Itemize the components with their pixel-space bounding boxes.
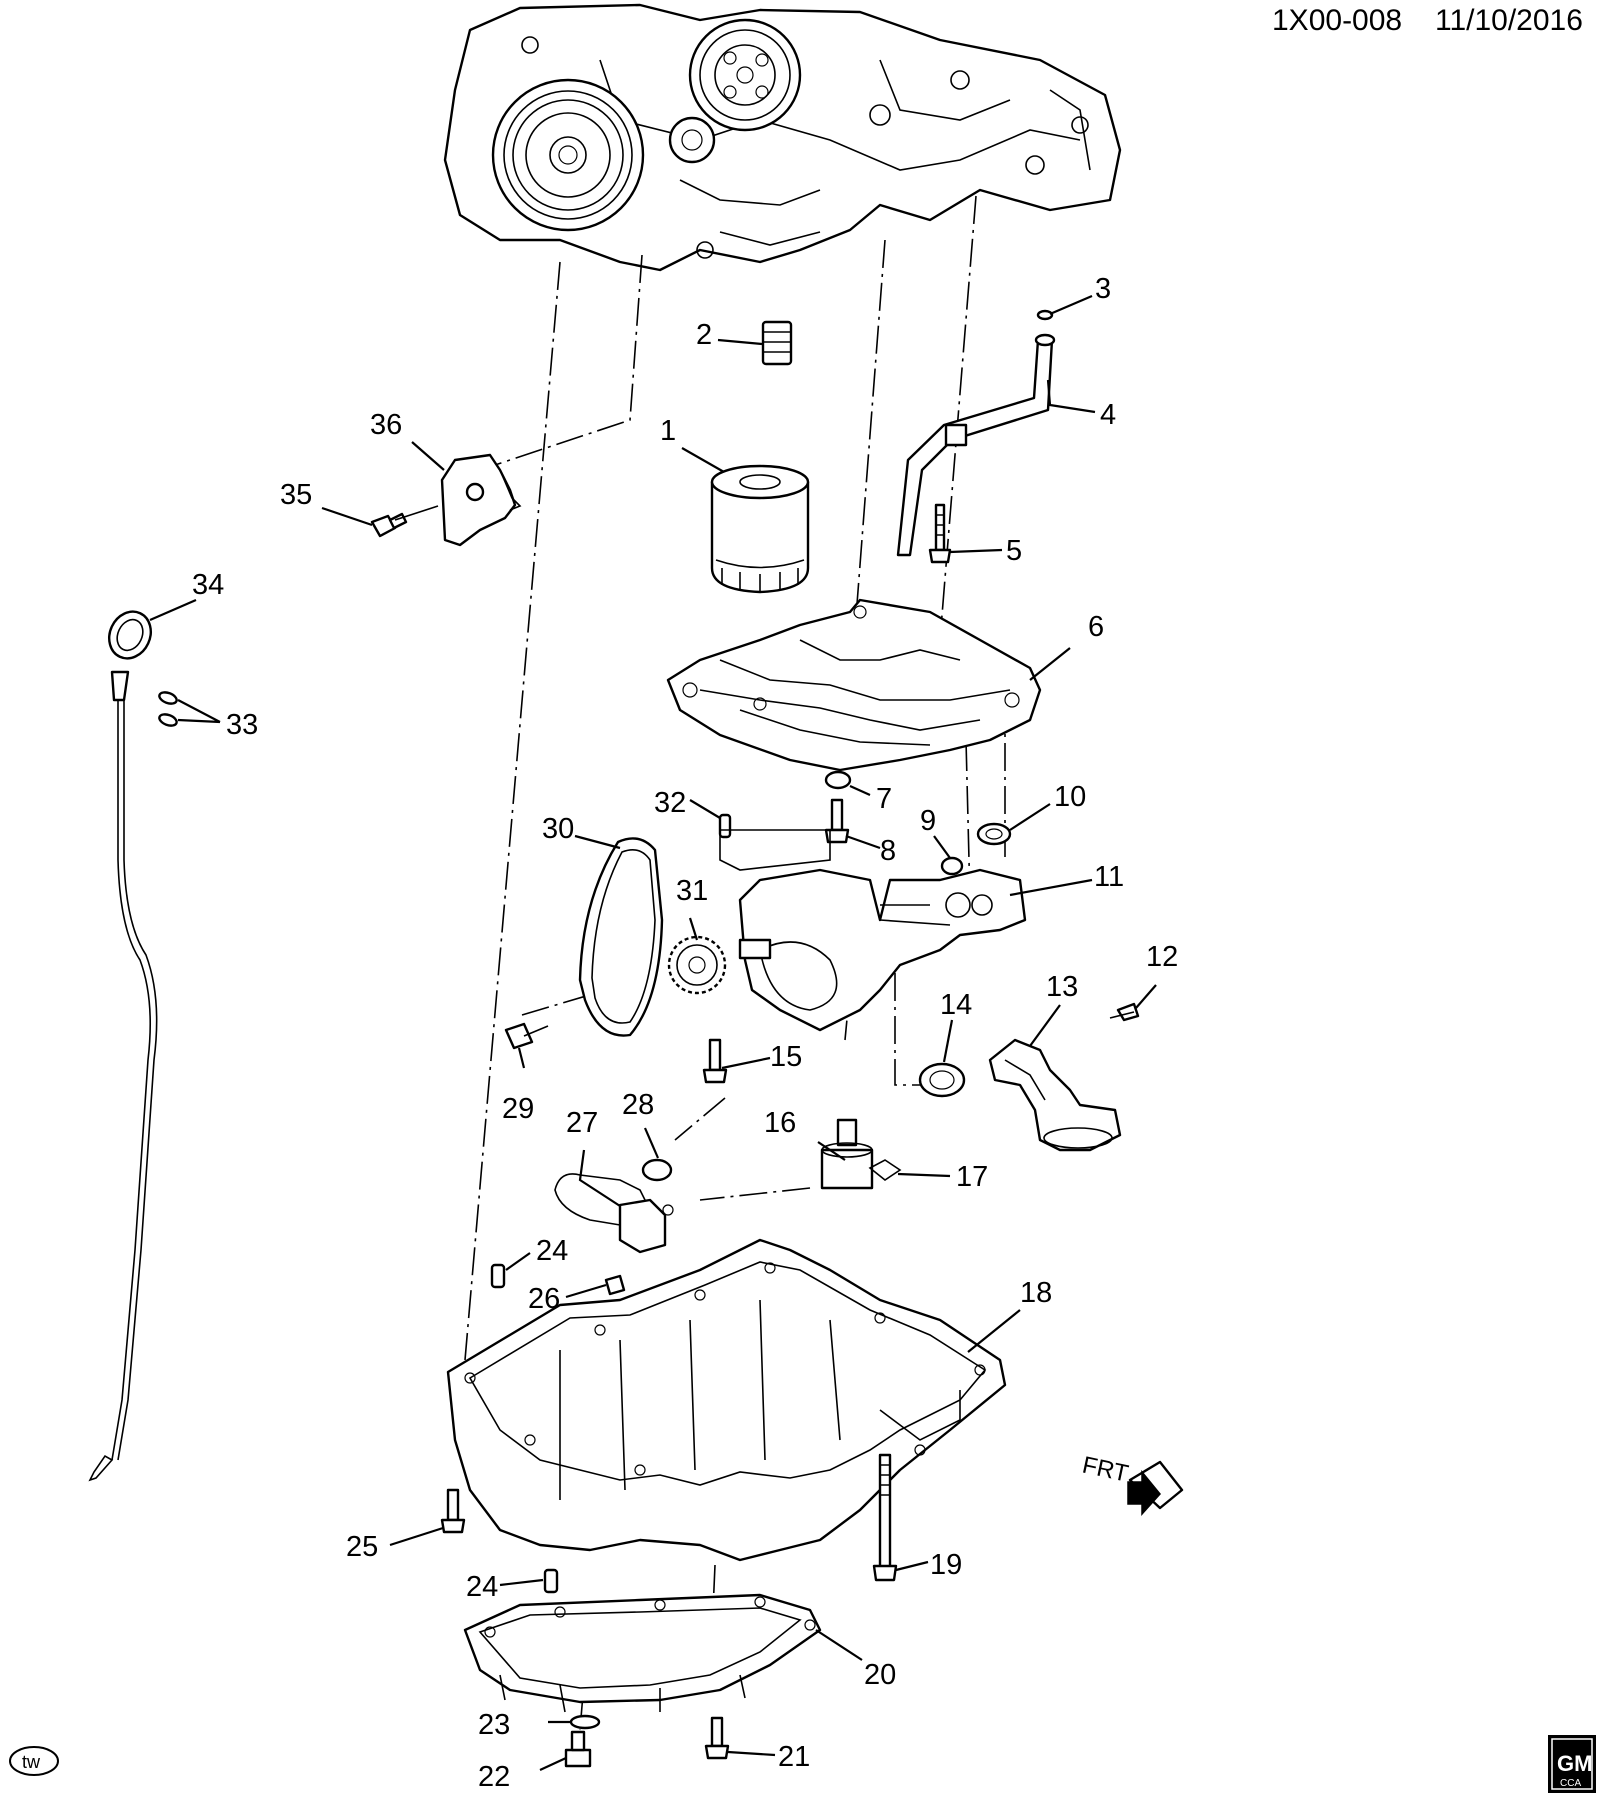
part-22-drain-plug — [564, 1730, 592, 1768]
gm-logo-subtext: CCA — [1560, 1778, 1581, 1789]
part-12-bolt — [1109, 1002, 1140, 1022]
part-9-seal — [940, 856, 964, 876]
tw-badge-text: tw — [22, 1752, 41, 1772]
front-label: FRT — [1080, 1452, 1131, 1488]
part-23-washer — [569, 1714, 601, 1730]
callout-35: 35 — [280, 479, 312, 511]
part-25-bolt — [440, 1488, 466, 1534]
callout-6: 6 — [1088, 611, 1104, 643]
part-35-bolt — [370, 505, 439, 538]
callout-23: 23 — [478, 1709, 510, 1741]
part-33-orings — [158, 691, 178, 727]
gm-logo-text: GM — [1557, 1751, 1592, 1776]
callout-29: 29 — [502, 1093, 534, 1125]
part-19-long-bolt — [872, 1453, 898, 1582]
part-34-dipstick — [88, 610, 158, 1482]
callout-22: 22 — [478, 1761, 510, 1793]
gm-logo: GM CCA — [1548, 1735, 1596, 1793]
diagram-id: 1X00-008 — [1272, 4, 1402, 37]
callout-2: 2 — [696, 319, 712, 351]
callout-36: 36 — [370, 409, 402, 441]
engine-block-drawing — [443, 3, 1122, 272]
part-4-dipstick-tube — [896, 309, 1056, 564]
callout-24-lower: 24 — [466, 1571, 498, 1603]
callout-15: 15 — [770, 1041, 802, 1073]
part-16-sensor — [820, 1118, 874, 1190]
part-6-windage-tray — [666, 598, 1042, 772]
callout-9: 9 — [920, 805, 936, 837]
callout-25: 25 — [346, 1531, 378, 1563]
part-30-chain — [578, 837, 664, 1037]
part-20-lower-pan — [463, 1593, 822, 1713]
part-27-harness — [554, 1173, 674, 1254]
tw-badge: tw — [9, 1746, 59, 1776]
part-29-bolt — [504, 1022, 549, 1050]
callout-26: 26 — [528, 1283, 560, 1315]
callout-19: 19 — [930, 1549, 962, 1581]
callout-32: 32 — [654, 787, 686, 819]
part-18-oil-pan — [446, 1238, 1007, 1562]
callout-1: 1 — [660, 415, 676, 447]
part-8-bolt — [824, 798, 850, 844]
part-36-bracket — [440, 453, 522, 547]
leader-lines — [149, 294, 1157, 1771]
part-24-dowel-lower — [543, 1568, 559, 1594]
callout-4: 4 — [1100, 399, 1116, 431]
part-26-bolt — [604, 1274, 626, 1296]
callout-11: 11 — [1094, 861, 1124, 893]
callout-12: 12 — [1146, 941, 1178, 973]
callout-24: 24 — [536, 1235, 568, 1267]
callout-33: 33 — [226, 709, 258, 741]
callout-17: 17 — [956, 1161, 988, 1193]
callout-18: 18 — [1020, 1277, 1052, 1309]
callout-8: 8 — [880, 835, 896, 867]
callout-3: 3 — [1095, 273, 1111, 305]
callout-20: 20 — [864, 1659, 896, 1691]
callout-34: 34 — [192, 569, 224, 601]
callout-16: 16 — [764, 1107, 796, 1139]
diagram-date: 11/10/2016 — [1435, 4, 1583, 37]
callout-28: 28 — [622, 1089, 654, 1121]
part-14-gasket — [918, 1062, 966, 1098]
part-11-oil-pump — [719, 829, 1027, 1032]
callout-13: 13 — [1046, 971, 1078, 1003]
callout-5: 5 — [1006, 535, 1022, 567]
callout-10: 10 — [1054, 781, 1086, 813]
callout-21: 21 — [778, 1741, 810, 1773]
part-32-dowel — [718, 813, 732, 839]
callout-7: 7 — [876, 783, 892, 815]
part-24-dowel-upper — [490, 1263, 506, 1289]
part-15-bolt — [702, 1038, 728, 1084]
callout-labels: 1 2 3 4 5 6 7 8 9 10 11 12 13 14 15 16 1… — [192, 273, 1178, 1793]
part-31-sprocket — [667, 935, 727, 995]
part-21-bolt — [704, 1716, 730, 1760]
part-10-seal — [976, 822, 1012, 846]
part-7-nut — [824, 770, 852, 790]
part-17-clip — [868, 1159, 902, 1181]
part-2-filter-fitting — [761, 320, 793, 366]
callout-14: 14 — [940, 989, 972, 1021]
callout-30: 30 — [542, 813, 574, 845]
front-orientation-indicator: FRT — [1080, 1452, 1184, 1516]
callout-31: 31 — [676, 875, 708, 907]
callout-27: 27 — [566, 1107, 598, 1139]
part-1-oil-filter — [710, 464, 810, 594]
part-13-pickup-tube — [988, 1038, 1122, 1152]
part-28-oring — [641, 1158, 673, 1182]
